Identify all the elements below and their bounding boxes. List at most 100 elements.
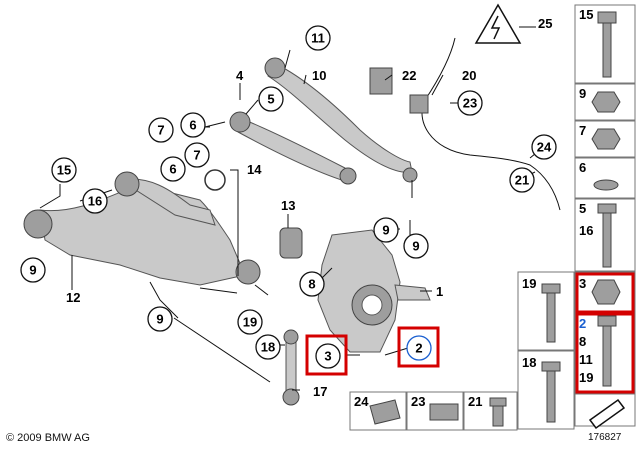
carrier-flange bbox=[394, 284, 431, 301]
highlight-side-2 bbox=[575, 312, 635, 394]
svg-text:12: 12 bbox=[66, 290, 80, 305]
bottom-label-24: 24 bbox=[354, 394, 369, 409]
highlight-side-3 bbox=[575, 272, 635, 314]
svg-text:21: 21 bbox=[515, 173, 529, 188]
bottom-label-23: 23 bbox=[411, 394, 425, 409]
bolt-5 bbox=[602, 211, 612, 268]
nut-7 bbox=[591, 128, 621, 150]
lower-arm-bushing-outer bbox=[235, 259, 261, 285]
bottom-label-21: 21 bbox=[468, 394, 482, 409]
callout-16: 16 bbox=[82, 188, 108, 214]
copyright: © 2009 BMW AG bbox=[6, 432, 90, 444]
side-label-6: 6 bbox=[579, 160, 586, 175]
callout-22: 22 bbox=[402, 68, 416, 83]
svg-text:9: 9 bbox=[382, 223, 389, 238]
side-label-9: 9 bbox=[579, 86, 586, 101]
svg-text:7: 7 bbox=[193, 148, 200, 163]
highlight-callout-3 bbox=[305, 334, 348, 376]
ball-joint bbox=[402, 167, 418, 183]
side-label-16: 16 bbox=[579, 223, 593, 238]
callout-10: 10 bbox=[312, 68, 326, 83]
sensor-bracket bbox=[369, 67, 393, 95]
side-label-7: 7 bbox=[579, 123, 586, 138]
callout-13: 13 bbox=[281, 198, 295, 213]
svg-text:10: 10 bbox=[312, 68, 326, 83]
side-label-19: 19 bbox=[579, 370, 593, 385]
camber-arm-bushing bbox=[229, 111, 251, 133]
svg-text:24: 24 bbox=[537, 140, 552, 155]
callout-6b: 6 bbox=[160, 156, 186, 182]
side-label-5: 5 bbox=[579, 201, 586, 216]
rubber-mount bbox=[279, 227, 303, 259]
svg-text:9: 9 bbox=[156, 312, 163, 327]
callout-15: 15 bbox=[51, 157, 77, 183]
ring bbox=[204, 169, 226, 191]
toe-link bbox=[285, 335, 297, 397]
callout-23: 23 bbox=[457, 90, 483, 116]
svg-text:11: 11 bbox=[311, 31, 325, 46]
upper-arm-bushing bbox=[264, 57, 286, 79]
svg-text:4: 4 bbox=[236, 68, 244, 83]
callout-1: 1 bbox=[436, 284, 443, 299]
callout-21: 21 bbox=[509, 167, 535, 193]
callout-25: 25 bbox=[538, 16, 552, 31]
callout-11: 11 bbox=[305, 25, 331, 51]
svg-text:22: 22 bbox=[402, 68, 416, 83]
svg-text:20: 20 bbox=[462, 68, 476, 83]
callout-5: 5 bbox=[258, 86, 284, 112]
svg-text:2: 2 bbox=[415, 341, 422, 356]
callout-8: 8 bbox=[299, 271, 325, 297]
svg-text:16: 16 bbox=[88, 194, 102, 209]
callout-20: 20 bbox=[462, 68, 476, 83]
highlight-callout-2 bbox=[397, 326, 440, 368]
callout-9d: 9 bbox=[147, 306, 173, 332]
side-label-11: 11 bbox=[579, 352, 593, 367]
callout-24: 24 bbox=[531, 134, 557, 160]
svg-text:9: 9 bbox=[412, 239, 419, 254]
callout-18: 18 bbox=[255, 334, 281, 360]
esd-warning-icon bbox=[474, 3, 522, 44]
callout-3: 3 bbox=[315, 343, 341, 369]
callout-2: 2 bbox=[406, 335, 432, 361]
bottom-label-18: 18 bbox=[522, 355, 536, 370]
svg-text:15: 15 bbox=[57, 163, 71, 178]
arrow-icon bbox=[588, 398, 626, 430]
svg-text:8: 8 bbox=[308, 277, 315, 292]
lower-arm-bushing-front bbox=[23, 209, 53, 239]
callout-19: 19 bbox=[237, 309, 263, 335]
side-label-3: 3 bbox=[579, 276, 586, 291]
lower-arm-bushing-rear bbox=[114, 171, 140, 197]
side-label-8: 8 bbox=[579, 334, 586, 349]
washer-6 bbox=[593, 179, 619, 191]
svg-text:3: 3 bbox=[324, 349, 331, 364]
bolt-2 bbox=[602, 325, 612, 387]
svg-text:1: 1 bbox=[436, 284, 443, 299]
svg-text:17: 17 bbox=[313, 384, 327, 399]
callout-9b: 9 bbox=[373, 217, 399, 243]
svg-text:25: 25 bbox=[538, 16, 552, 31]
doc-number: 176827 bbox=[588, 432, 622, 443]
svg-text:7: 7 bbox=[157, 123, 164, 138]
svg-text:6: 6 bbox=[169, 162, 176, 177]
bolt-15 bbox=[602, 21, 612, 78]
bottom-label-19: 19 bbox=[522, 276, 536, 291]
side-label-2: 2 bbox=[579, 316, 586, 331]
side-label-15: 15 bbox=[579, 7, 593, 22]
parts-column bbox=[574, 4, 636, 430]
callout-14: 14 bbox=[247, 162, 262, 177]
sensor-cable bbox=[421, 37, 561, 211]
svg-text:23: 23 bbox=[463, 96, 477, 111]
nut-3 bbox=[591, 279, 621, 305]
nut-9 bbox=[591, 91, 621, 113]
svg-text:18: 18 bbox=[261, 340, 275, 355]
bottom-parts bbox=[349, 271, 575, 431]
callout-9c: 9 bbox=[403, 233, 429, 259]
callout-17: 17 bbox=[313, 384, 327, 399]
callout-6a: 6 bbox=[180, 112, 206, 138]
svg-text:13: 13 bbox=[281, 198, 295, 213]
camber-arm-end bbox=[339, 167, 357, 185]
svg-text:5: 5 bbox=[267, 92, 274, 107]
callout-7b: 7 bbox=[184, 142, 210, 168]
callout-7a: 7 bbox=[148, 117, 174, 143]
